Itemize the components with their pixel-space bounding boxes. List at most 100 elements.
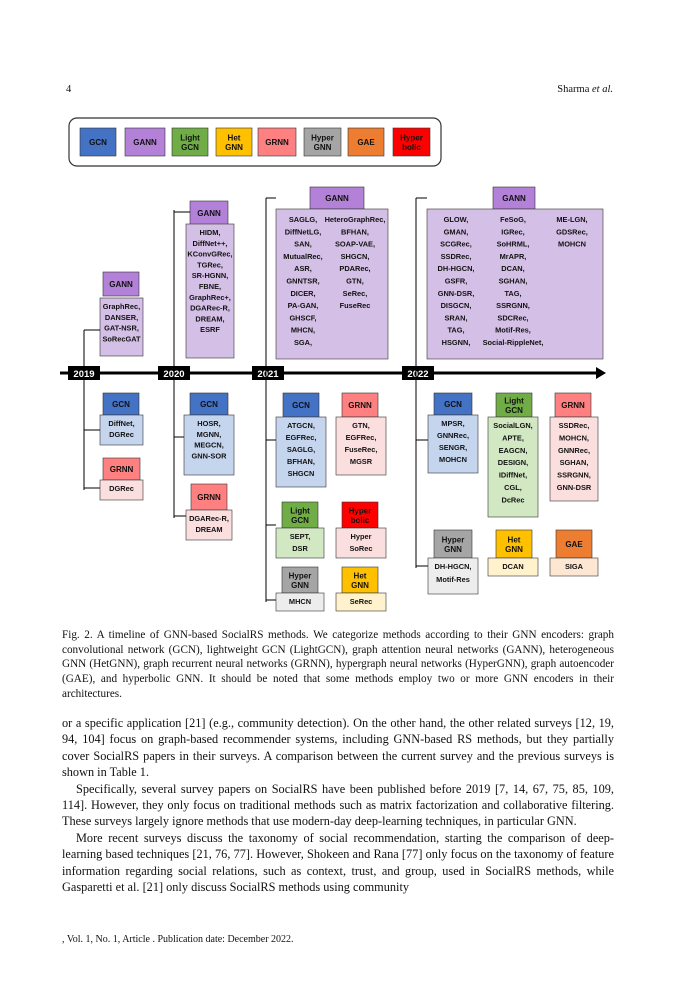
gann-2021-item: SHGCN, — [341, 252, 370, 261]
gann-2022-item: GDSRec, — [556, 227, 588, 236]
legend-gcn-header — [79, 127, 117, 157]
grnn-2020-label: GRNN — [197, 493, 221, 502]
legend-hyper-gnn-header — [303, 127, 342, 157]
gann-2022-item: IGRec, — [501, 227, 524, 236]
lightgcn-2022-item: APTE, — [502, 433, 524, 442]
grnn-2019-body — [99, 479, 144, 501]
gann-2019-label: GANN — [109, 280, 133, 289]
grnn-2020-item: DREAM — [195, 525, 222, 534]
gann-2022-item: SoHRML, — [497, 240, 530, 249]
gcn-2019-item: DGRec — [109, 430, 134, 439]
hetgnn-2021-header — [341, 566, 379, 594]
gann-2021-item: DiffNetLG, — [285, 227, 322, 236]
grnn-2021-label: GRNN — [348, 401, 372, 410]
legend-light-gcn-label-1: Light — [180, 134, 200, 143]
gcn-2019-body — [99, 414, 144, 446]
legend-grnn-label: GRNN — [265, 138, 289, 147]
gann-2020-item: HIDM, — [200, 228, 221, 237]
running-header: Sharma et al. — [557, 84, 613, 95]
grnn-2022-item: SSRGNN, — [557, 471, 591, 480]
gann-2022-item: Motif-Res, — [495, 326, 531, 335]
gae-2022-header — [555, 529, 593, 559]
gcn-2022-item: MOHCN — [439, 455, 467, 464]
gann-2020-item: TGRec, — [197, 260, 223, 269]
gann-2020-item: ESRF — [200, 325, 220, 334]
grnn-2021-item: FuseRec, — [345, 445, 378, 454]
gann-2020-item: DGARec-R, — [190, 304, 230, 313]
gann-2020-item: KConvGRec, — [187, 250, 232, 259]
lightgcn-2021-header — [281, 501, 319, 529]
gann-2020-item: SR-HGNN, — [192, 271, 229, 280]
grnn-2021-item: MGSR — [350, 457, 373, 466]
grnn-2021-header — [341, 392, 379, 418]
hypergnn-2022-item: DH-HGCN, — [435, 562, 472, 571]
gcn-2020-item: MEGCN, — [194, 441, 224, 450]
lightgcn-2021-item: DSR — [292, 544, 308, 553]
gann-2022-label: GANN — [502, 194, 526, 203]
grnn-2022-body — [549, 416, 599, 502]
legend-het-gnn-label-2: GNN — [225, 143, 243, 152]
gann-2019-item: GAT-NSR, — [104, 324, 139, 333]
grnn-2022-item: SGHAN, — [560, 458, 589, 467]
lightgcn-2022-item: EAGCN, — [499, 446, 528, 455]
grnn-2022-item: GNNRec, — [558, 446, 590, 455]
gann-2021-item: FuseRec — [340, 301, 371, 310]
hypergnn-2021-label-1: Hyper — [289, 572, 312, 581]
gcn-2022-item: GNNRec, — [437, 431, 469, 440]
legend-hyper-bolic-label-1: Hyper — [400, 134, 423, 143]
gcn-2022-item: SENGR, — [439, 443, 467, 452]
hyperbolic-2021-item: Hyper — [351, 532, 372, 541]
lightgcn-2021-label-1: Light — [290, 507, 310, 516]
gae-2022-body — [549, 557, 599, 577]
paragraph-1: or a specific application [21] (e.g., co… — [62, 716, 614, 780]
legend-gann-label: GANN — [133, 138, 157, 147]
gcn-2021-item: BFHAN, — [287, 457, 315, 466]
gann-2021-item: BFHAN, — [341, 227, 369, 236]
gann-2019-item: DANSER, — [105, 313, 138, 322]
hypergnn-2021-header — [281, 566, 319, 594]
gann-2019-body — [99, 297, 144, 357]
paragraph-3: More recent surveys discuss the taxonomy… — [62, 830, 614, 895]
gcn-2021-item: EGFRec, — [286, 433, 317, 442]
gann-2020-item: GraphRec+, — [189, 293, 231, 302]
gann-2022-item: ME-LGN, — [556, 215, 587, 224]
gann-2022-item: Social-RippleNet, — [483, 338, 544, 347]
gann-2021-item: SGA, — [294, 338, 312, 347]
page-footer: , Vol. 1, No. 1, Article . Publication d… — [62, 934, 294, 945]
hetgnn-2021-label-1: Het — [354, 572, 367, 581]
hypergnn-2021-label-2: GNN — [291, 581, 309, 590]
year-label-bg — [402, 366, 434, 380]
gann-2022-item: GNN-DSR, — [438, 289, 475, 298]
gann-2022-item: SGHAN, — [499, 277, 528, 286]
gann-2021-item: GTN, — [346, 277, 364, 286]
hetgnn-2022-label-2: GNN — [505, 545, 523, 554]
year-label: 2021 — [257, 369, 279, 380]
gann-2021-item: MutualRec, — [283, 252, 322, 261]
gann-2021-item: MHCN, — [291, 326, 315, 335]
legend-hyper-bolic-label-2: bolic — [402, 143, 421, 152]
gann-2022-item: SRAN, — [445, 313, 468, 322]
gcn-2021-item: ATGCN, — [287, 421, 315, 430]
grnn-2022-header — [554, 392, 592, 418]
lightgcn-2022-label-2: GCN — [505, 406, 523, 415]
grnn-2019-item: DGRec — [109, 484, 134, 493]
gann-2021-item: PDARec, — [339, 264, 370, 273]
grnn-2022-item: SSDRec, — [559, 421, 590, 430]
grnn-2022-item: MOHCN, — [559, 433, 589, 442]
hetgnn-2021-label-2: GNN — [351, 581, 369, 590]
grnn-2020-item: DGARec-R, — [189, 514, 229, 523]
hypergnn-2022-header — [433, 529, 473, 559]
gann-2020-body — [185, 223, 235, 359]
gcn-2019-label: GCN — [112, 400, 130, 409]
hetgnn-2022-label-1: Het — [508, 536, 521, 545]
lightgcn-2022-item: DESIGN, — [498, 458, 528, 467]
gann-2022-item: DCAN, — [501, 264, 524, 273]
gann-2022-item: MOHCN — [558, 240, 586, 249]
hetgnn-2022-body — [487, 557, 539, 577]
gann-2022-item: MrAPR, — [500, 252, 527, 261]
gann-2021-item: DICER, — [290, 289, 315, 298]
hetgnn-2022-header — [495, 529, 533, 559]
gann-2022-item: DH-HGCN, — [438, 264, 475, 273]
gann-2022-item: TAG, — [447, 326, 464, 335]
